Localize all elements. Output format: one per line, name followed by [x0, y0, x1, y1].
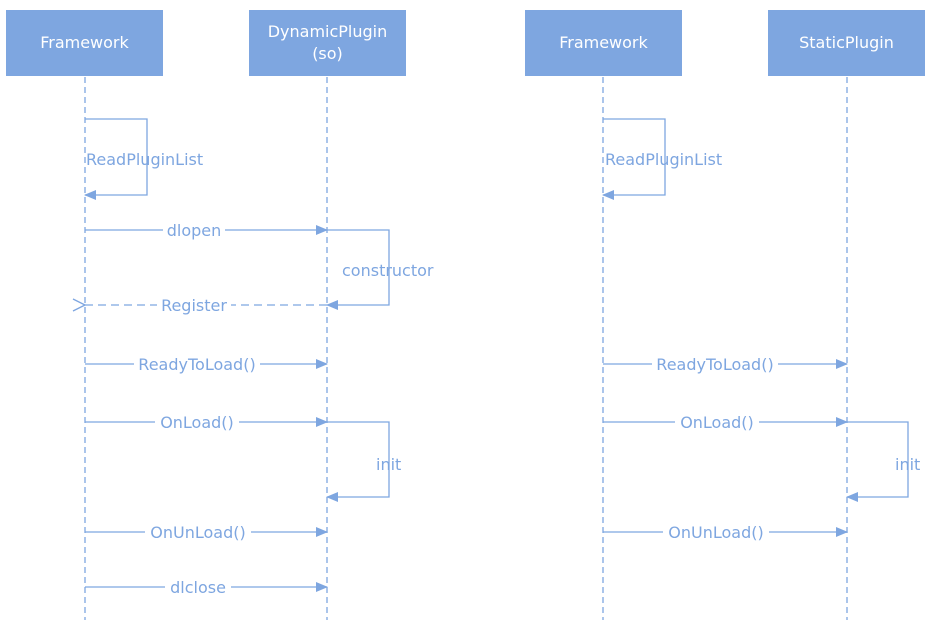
- label-dlclose: dlclose: [170, 578, 226, 597]
- self-message-read-plugin-list-left: [84, 118, 148, 200]
- label-dlopen: dlopen: [167, 221, 222, 240]
- label-read-plugin-list-left: ReadPluginList: [86, 150, 203, 169]
- actor-framework-right: Framework: [525, 10, 682, 76]
- label-on-load-right: OnLoad(): [680, 413, 754, 432]
- label-constructor: constructor: [342, 261, 434, 280]
- self-message-init-right: [846, 421, 909, 502]
- self-message-constructor: [326, 229, 390, 310]
- label-on-unload-right: OnUnLoad(): [668, 523, 763, 542]
- label-init-left: init: [376, 455, 401, 474]
- label-on-unload-left: OnUnLoad(): [150, 523, 245, 542]
- self-message-init-left: [326, 421, 390, 502]
- label-register: Register: [161, 296, 227, 315]
- actor-static-plugin: StaticPlugin: [768, 10, 925, 76]
- label-ready-to-load-right: ReadyToLoad(): [656, 355, 773, 374]
- actor-framework-left: Framework: [6, 10, 163, 76]
- label-init-right: init: [895, 455, 920, 474]
- actor-dynamic-plugin: DynamicPlugin (so): [249, 10, 406, 76]
- self-message-read-plugin-list-right: [602, 118, 666, 200]
- label-on-load-left: OnLoad(): [160, 413, 234, 432]
- label-read-plugin-list-right: ReadPluginList: [605, 150, 722, 169]
- label-ready-to-load-left: ReadyToLoad(): [138, 355, 255, 374]
